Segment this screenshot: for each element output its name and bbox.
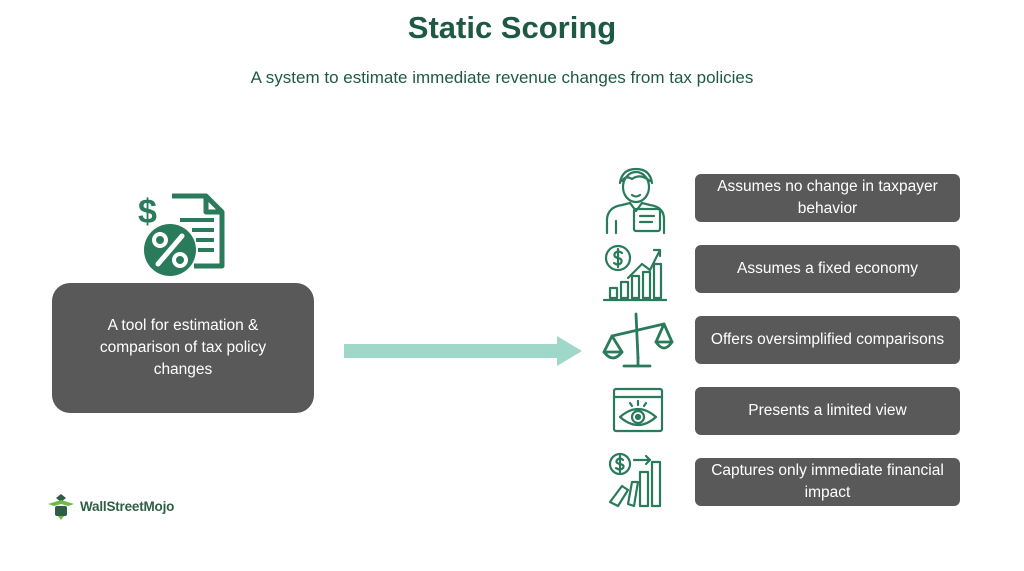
eye-window-icon bbox=[612, 387, 664, 433]
coin-falling-bars-icon bbox=[608, 452, 662, 508]
person-with-document-icon bbox=[605, 167, 666, 235]
page-subtitle: A system to estimate immediate revenue c… bbox=[250, 68, 754, 87]
arrow-right-icon bbox=[344, 336, 582, 366]
feature-text-1: Assumes no change in taxpayer behavior bbox=[717, 178, 938, 217]
coin-growth-chart-icon bbox=[602, 244, 668, 302]
feature-box-2: Assumes a fixed economy bbox=[695, 245, 960, 293]
feature-text-5: Captures only immediate financial impact bbox=[711, 462, 944, 501]
feature-text-3: Offers oversimplified comparisons bbox=[710, 331, 945, 348]
main-description-text: A tool for estimation & comparison of ta… bbox=[99, 317, 267, 378]
tax-document-percent-icon: $ bbox=[138, 193, 225, 276]
feature-box-3: Offers oversimplified comparisons bbox=[695, 316, 960, 364]
feature-box-5: Captures only immediate financial impact bbox=[695, 458, 960, 506]
page-title: Static Scoring bbox=[407, 10, 617, 45]
feature-box-4: Presents a limited view bbox=[695, 387, 960, 435]
feature-box-1: Assumes no change in taxpayer behavior bbox=[695, 174, 960, 222]
feature-text-2: Assumes a fixed economy bbox=[737, 260, 918, 277]
logo-text: WallStreetMojo bbox=[80, 498, 175, 514]
svg-text:$: $ bbox=[138, 193, 157, 231]
balance-scale-icon bbox=[602, 312, 674, 368]
main-description-box: A tool for estimation & comparison of ta… bbox=[52, 283, 314, 413]
logo: WallStreetMojo bbox=[46, 492, 174, 520]
feature-text-4: Presents a limited view bbox=[748, 402, 907, 419]
wallstreetmojo-logo-icon bbox=[48, 494, 74, 520]
